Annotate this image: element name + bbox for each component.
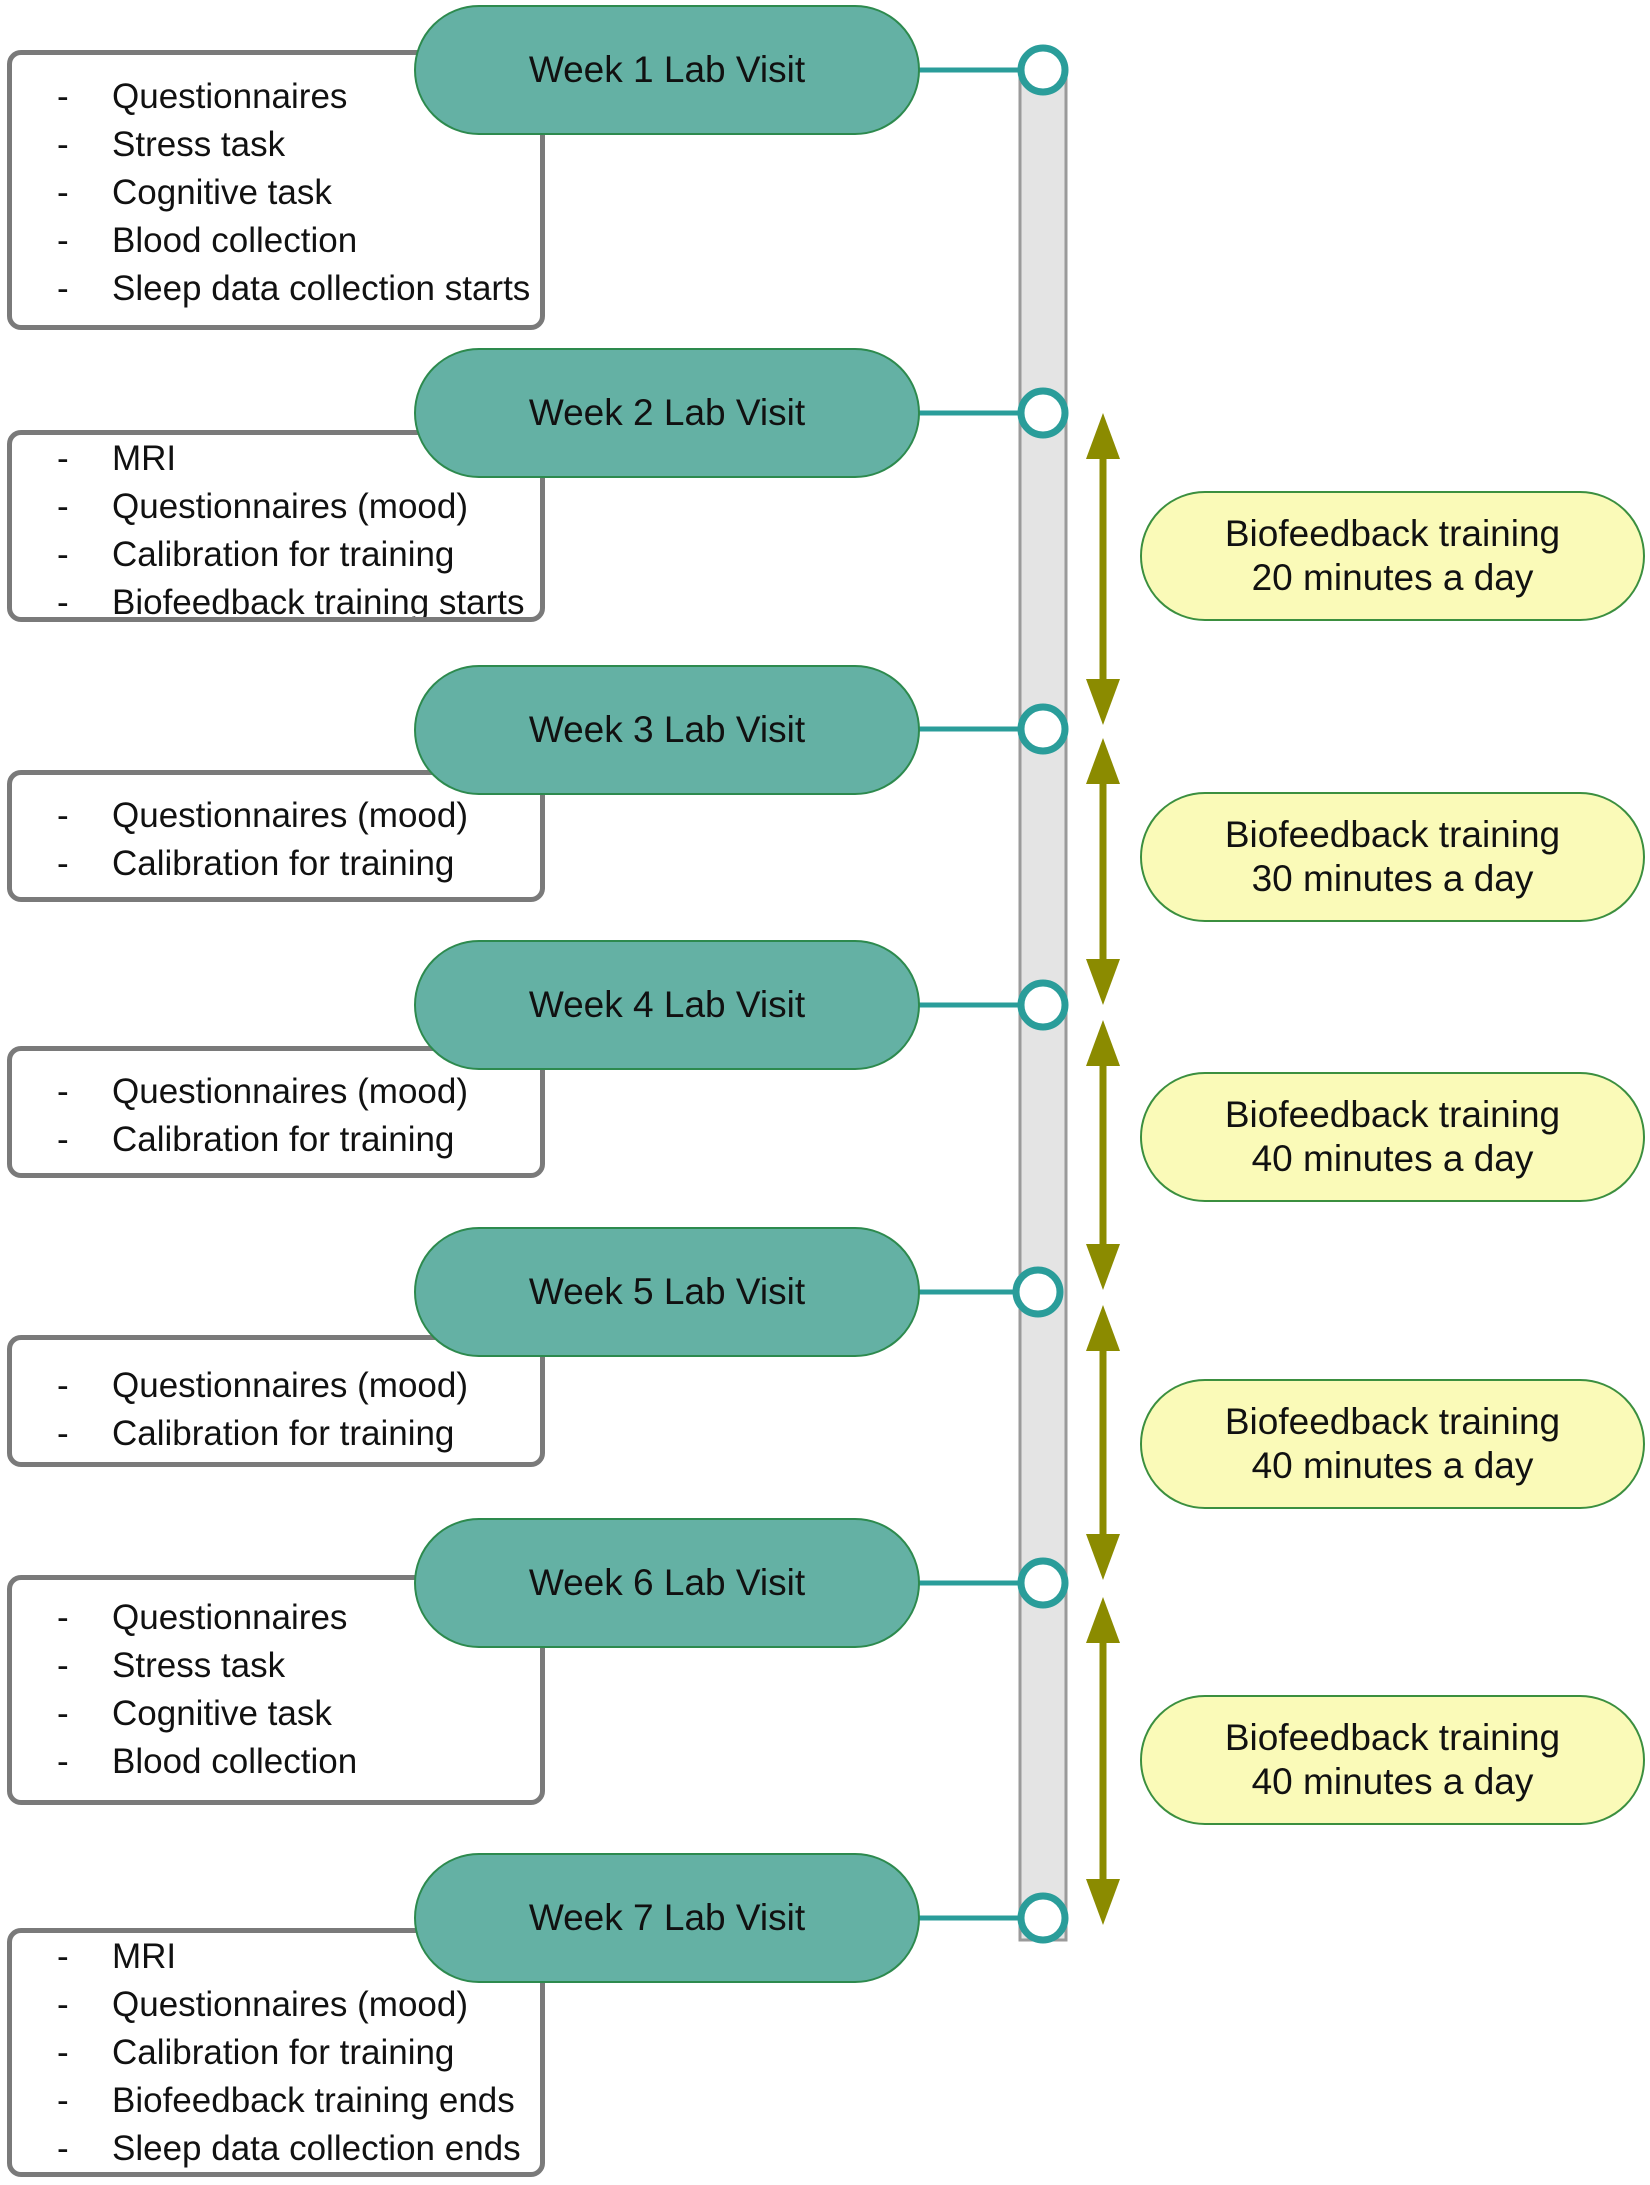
week-node-circle <box>1017 44 1069 96</box>
training-pill-5: Biofeedback training 40 minutes a day <box>1140 1695 1645 1825</box>
training-title: Biofeedback training <box>1224 1717 1561 1758</box>
week-node-circle <box>1012 1266 1064 1318</box>
training-title: Biofeedback training <box>1224 513 1561 554</box>
week-6-pill: Week 6 Lab Visit <box>414 1518 920 1648</box>
task-item: Calibration for training <box>47 1410 540 1458</box>
training-duration: 40 minutes a day <box>1251 1761 1534 1802</box>
week-2-pill: Week 2 Lab Visit <box>414 348 920 478</box>
task-item: MRI <box>47 1933 540 1981</box>
training-arrow-head-up <box>1086 738 1120 784</box>
week-7-task-box: MRI Questionnaires (mood) Calibration fo… <box>7 1928 545 2177</box>
task-item: Questionnaires (mood) <box>47 1068 540 1116</box>
training-title: Biofeedback training <box>1224 1094 1561 1135</box>
training-duration: 20 minutes a day <box>1251 557 1534 598</box>
task-item: Cognitive task <box>47 169 540 217</box>
training-arrow-head-up <box>1086 1020 1120 1066</box>
week-5-pill: Week 5 Lab Visit <box>414 1227 920 1357</box>
week-node-circle <box>1017 1892 1069 1944</box>
task-item: Biofeedback training starts <box>47 579 540 617</box>
week-node-circle <box>1017 387 1069 439</box>
training-arrow-head-up <box>1086 413 1120 459</box>
training-arrow-head-up <box>1086 1305 1120 1351</box>
task-list: MRI Questionnaires (mood) Calibration fo… <box>47 1933 540 2172</box>
week-node-circle <box>1017 1557 1069 1609</box>
task-item: MRI <box>47 435 540 483</box>
week-7-pill: Week 7 Lab Visit <box>414 1853 920 1983</box>
training-arrow-head-down <box>1086 959 1120 1005</box>
training-title: Biofeedback training <box>1224 814 1561 855</box>
week-4-task-box: Questionnaires (mood) Calibration for tr… <box>7 1046 545 1178</box>
task-item: Questionnaires <box>47 73 540 121</box>
task-list: Questionnaires Stress task Cognitive tas… <box>47 73 540 313</box>
training-arrow-head-down <box>1086 679 1120 725</box>
week-3-task-box: Questionnaires (mood) Calibration for tr… <box>7 770 545 902</box>
week-node-circle <box>1017 703 1069 755</box>
training-duration: 40 minutes a day <box>1251 1138 1534 1179</box>
task-list: Questionnaires (mood) Calibration for tr… <box>47 1362 540 1458</box>
task-item: Calibration for training <box>47 531 540 579</box>
training-arrow-head-down <box>1086 1534 1120 1580</box>
training-arrow-head-down <box>1086 1244 1120 1290</box>
week-5-task-box: Questionnaires (mood) Calibration for tr… <box>7 1335 545 1467</box>
training-duration: 40 minutes a day <box>1251 1445 1534 1486</box>
task-item: Biofeedback training ends <box>47 2077 540 2125</box>
week-3-pill: Week 3 Lab Visit <box>414 665 920 795</box>
task-item: Questionnaires (mood) <box>47 792 540 840</box>
task-item: Blood collection <box>47 217 540 265</box>
training-pill-1: Biofeedback training 20 minutes a day <box>1140 491 1645 621</box>
task-list: Questionnaires (mood) Calibration for tr… <box>47 1068 540 1164</box>
task-item: Calibration for training <box>47 1116 540 1164</box>
training-pill-4: Biofeedback training 40 minutes a day <box>1140 1379 1645 1509</box>
task-item: Sleep data collection ends <box>47 2125 540 2172</box>
task-item: Questionnaires (mood) <box>47 1362 540 1410</box>
task-item: Calibration for training <box>47 840 540 888</box>
task-item: Stress task <box>47 121 540 169</box>
task-list: MRI Questionnaires (mood) Calibration fo… <box>47 435 540 617</box>
task-list: Questionnaires Stress task Cognitive tas… <box>47 1594 540 1786</box>
training-duration: 30 minutes a day <box>1251 858 1534 899</box>
task-item: Questionnaires (mood) <box>47 1981 540 2029</box>
task-item: Cognitive task <box>47 1690 540 1738</box>
week-2-task-box: MRI Questionnaires (mood) Calibration fo… <box>7 430 545 622</box>
week-1-pill: Week 1 Lab Visit <box>414 5 920 135</box>
training-arrow-head-down <box>1086 1879 1120 1925</box>
task-list: Questionnaires (mood) Calibration for tr… <box>47 792 540 888</box>
task-item: Sleep data collection starts <box>47 265 540 313</box>
training-pill-2: Biofeedback training 30 minutes a day <box>1140 792 1645 922</box>
week-4-pill: Week 4 Lab Visit <box>414 940 920 1070</box>
task-item: Stress task <box>47 1642 540 1690</box>
week-node-circle <box>1017 979 1069 1031</box>
task-item: Questionnaires (mood) <box>47 483 540 531</box>
task-item: Questionnaires <box>47 1594 540 1642</box>
training-pill-3: Biofeedback training 40 minutes a day <box>1140 1072 1645 1202</box>
training-arrow-head-up <box>1086 1597 1120 1643</box>
task-item: Calibration for training <box>47 2029 540 2077</box>
task-item: Blood collection <box>47 1738 540 1786</box>
training-title: Biofeedback training <box>1224 1401 1561 1442</box>
